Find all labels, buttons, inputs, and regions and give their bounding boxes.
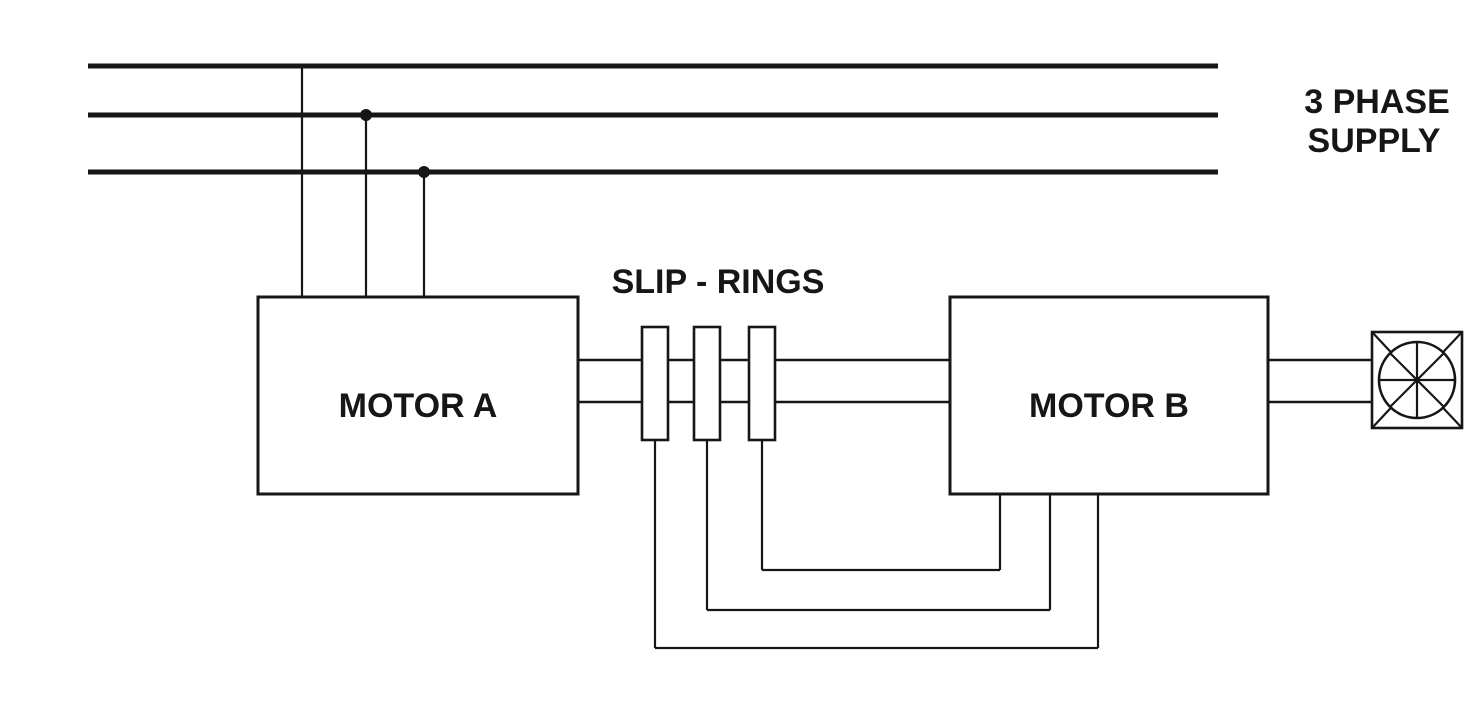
junction-dot-phase-3: [418, 166, 430, 178]
fan-spoke-diagonal-2: [1389, 352, 1445, 408]
fan-leads: [1268, 358, 1372, 404]
motor-b-box: [948, 295, 1270, 496]
supply-taps: [300, 66, 430, 297]
slip-ring-3: [747, 325, 777, 442]
supply-caption-line-1: 3 PHASE: [1304, 83, 1450, 121]
slip-rings: SLIP - RINGS: [612, 263, 825, 442]
motor-b-label: MOTOR B: [1029, 387, 1189, 425]
supply-caption-line-2: SUPPLY: [1308, 122, 1441, 160]
slip-rings-label: SLIP - RINGS: [612, 263, 825, 301]
cascade-connections: [653, 440, 1100, 650]
fan-symbol: [1370, 330, 1464, 430]
motor-a-box: [256, 295, 580, 496]
junction-dot-phase-2: [360, 109, 372, 121]
motor-a: MOTOR A: [256, 295, 580, 496]
slip-ring-2: [692, 325, 722, 442]
slip-ring-1: [640, 325, 670, 442]
three-phase-bus: [88, 63, 1218, 175]
motor-a-label: MOTOR A: [339, 387, 498, 425]
supply-caption: 3 PHASE SUPPLY: [1304, 83, 1450, 160]
motor-b: MOTOR B: [948, 295, 1270, 496]
